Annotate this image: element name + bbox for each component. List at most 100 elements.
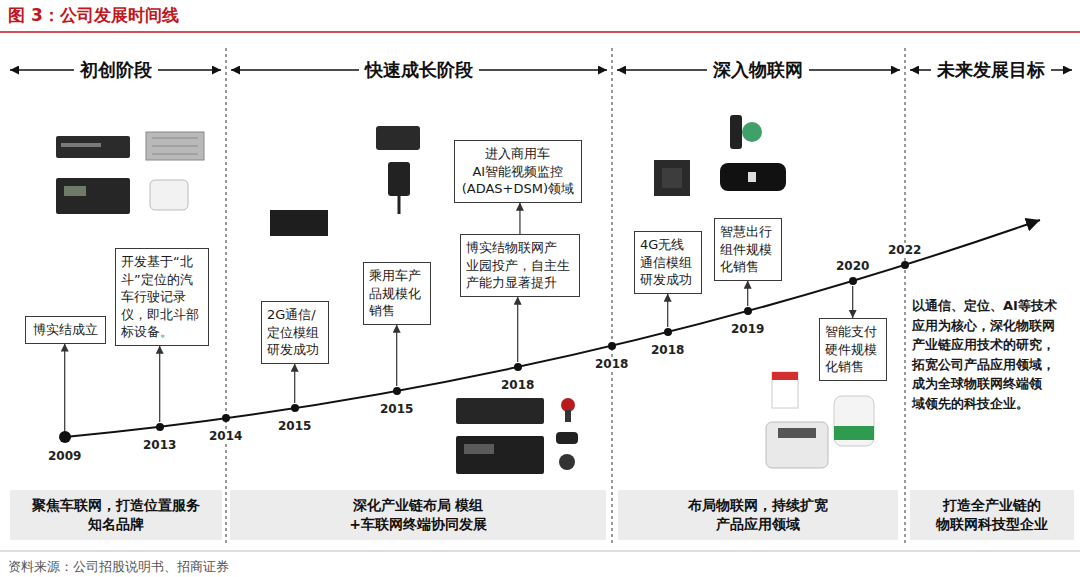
event-connector	[396, 325, 397, 386]
band-text: 打造全产业链的 物联网科技型企业	[934, 496, 1050, 534]
obd-device	[376, 126, 420, 150]
phase-separator	[904, 48, 905, 545]
phase-heading-block: 快速成长阶段	[359, 58, 479, 82]
year-label: 2014	[207, 429, 244, 443]
title-block: 图 3：公司发展时间线	[8, 4, 179, 27]
payment-band	[834, 426, 874, 440]
year-label: 2009	[46, 449, 83, 463]
year-marker: 2018	[593, 341, 630, 372]
camera-mount	[565, 410, 571, 422]
phase-heading: 初创阶段	[74, 58, 158, 82]
event-text: 开发基于“北 斗”定位的汽 车行驶记录 仪，即北斗部 标设备。	[121, 253, 203, 341]
event-text: 2G通信/ 定位模组 研发成功	[267, 306, 323, 359]
year-marker: 2018	[649, 327, 686, 358]
phase-heading: 深入物联网	[707, 58, 809, 82]
phase-heading-block: 未来发展目标	[931, 58, 1051, 82]
year-marker: 2019	[729, 306, 766, 337]
dvr-panel	[464, 444, 494, 454]
phase-heading-block: 初创阶段	[74, 58, 158, 82]
year-label: 2022	[886, 243, 923, 257]
tracker-cable	[398, 196, 401, 214]
year-marker: 2015	[276, 403, 313, 434]
iot-devices	[654, 115, 786, 196]
year-label: 2015	[276, 419, 313, 433]
caption-block: 资料来源：公司招股说明书、招商证券	[8, 556, 229, 576]
printer-slot	[778, 428, 816, 438]
fin-line	[152, 146, 198, 147]
white-box	[150, 180, 188, 210]
timeline-dot	[222, 414, 230, 422]
year-label: 2019	[729, 322, 766, 336]
event-box: 进入商用车 AI智能视频监控 (ADAS+DSM)领域	[454, 140, 582, 203]
display-digit	[748, 172, 756, 182]
event-text: 博实结物联网产 业园投产，自主生 产能力显著提升	[466, 239, 574, 292]
event-text: 智慧出行 组件规模 化销售	[720, 223, 776, 276]
band-text: 布局物联网，持续扩宽 产品应用领域	[686, 496, 830, 534]
video-devices	[456, 398, 578, 474]
stand-top	[772, 372, 798, 380]
camera	[561, 398, 575, 412]
payment-box	[834, 396, 874, 446]
chip-core	[662, 168, 682, 188]
event-text: 乘用车产 品规模化 销售	[369, 267, 425, 320]
payment-devices	[766, 372, 874, 468]
year-marker: 2009	[46, 432, 83, 464]
module-chip	[270, 210, 328, 236]
dome-camera	[559, 454, 575, 470]
device-strip	[61, 143, 101, 147]
year-marker: 2022	[886, 239, 923, 270]
dvr-device	[456, 398, 544, 424]
chart-title: 图 3：公司发展时间线	[8, 5, 179, 25]
timeline-dot	[514, 363, 522, 371]
event-connector	[667, 294, 668, 327]
event-text: 博实结成立	[31, 321, 100, 339]
payment-stand	[772, 372, 798, 408]
phase-separator	[225, 48, 226, 545]
timeline-dot	[59, 431, 71, 443]
stage-band: 布局物联网，持续扩宽 产品应用领域	[618, 490, 898, 540]
event-box: 博实结成立	[25, 316, 106, 344]
stage-band: 深化产业链布局 模组+车联网终端协同发展	[230, 490, 606, 540]
event-box: 乘用车产 品规模化 销售	[363, 262, 431, 325]
band-text: 聚焦车联网，打造位置服务 知名品牌	[30, 496, 202, 534]
year-marker: 2015	[378, 386, 415, 417]
event-box: 开发基于“北 斗”定位的汽 车行驶记录 仪，即北斗部 标设备。	[115, 248, 209, 346]
year-label: 2020	[834, 259, 871, 273]
event-connector	[294, 364, 295, 403]
phase-separator	[611, 48, 612, 545]
metal-box	[146, 132, 204, 160]
timeline-dot	[291, 404, 299, 412]
event-text: 进入商用车 AI智能视频监控 (ADAS+DSM)领域	[460, 145, 576, 198]
timeline-dot	[849, 277, 857, 285]
year-label: 2018	[593, 357, 630, 371]
event-box: 4G无线 通信模组 研发成功	[634, 231, 702, 294]
event-connector	[159, 346, 160, 422]
year-marker: 2013	[141, 422, 178, 453]
event-box: 博实结物联网产 业园投产，自主生 产能力显著提升	[460, 234, 580, 297]
fin-line	[152, 138, 198, 139]
goal-text: 以通信、定位、AI等技术 应用为核心，深化物联网 产业链应用技术的研究， 拓宽公…	[912, 296, 1059, 413]
year-label: 2018	[649, 343, 686, 357]
timeline-dot	[901, 261, 909, 269]
event-connector	[852, 286, 853, 318]
timeline-curve	[65, 220, 1040, 437]
event-text: 4G无线 通信模组 研发成功	[640, 236, 696, 289]
event-box: 2G通信/ 定位模组 研发成功	[261, 301, 329, 364]
dvr-device	[56, 136, 130, 158]
event-text: 智能支付 硬件规模 化销售	[825, 323, 881, 376]
caption-rule	[0, 551, 1080, 552]
event-connector	[64, 344, 65, 432]
year-label: 2018	[499, 378, 536, 392]
module-chip	[654, 160, 690, 196]
event-box: 智能支付 硬件规模 化销售	[819, 318, 887, 381]
timeline-dot	[664, 328, 672, 336]
iot-part	[742, 122, 762, 142]
tracker-device	[388, 162, 410, 196]
vehicle-devices	[56, 132, 204, 214]
stage-band: 聚焦车联网，打造位置服务 知名品牌	[10, 490, 222, 540]
event-connector	[747, 281, 748, 306]
fin-line	[152, 154, 198, 155]
recorder-screen	[64, 186, 86, 196]
event-box: 智慧出行 组件规模 化销售	[714, 218, 782, 281]
